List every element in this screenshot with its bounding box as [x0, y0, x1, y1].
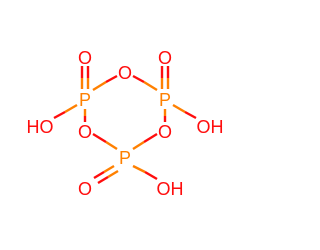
bond-o-ring-right-p-bottom [132, 132, 158, 151]
hydroxyl-right: OH [197, 117, 224, 137]
phosphorus-atom-bottom: P [119, 148, 131, 168]
oxygen-double-top-right: O [158, 48, 172, 68]
oxygen-ring-top: O [118, 63, 132, 83]
double-bond-p-top-right [160, 66, 170, 89]
phosphorus-atom-top-right: P [159, 90, 171, 110]
bond-o-ring-top-p-top-right [132, 74, 158, 92]
oxygen-double-bottom: O [78, 179, 92, 199]
hydroxyl-bottom: OH [157, 179, 184, 199]
bond-p-top-left-oh [53, 103, 78, 120]
bond-p-bottom-oh [132, 164, 158, 181]
trimetaphosphoric-acid-structure: P P P O O O O O O HO OH OH [27, 48, 224, 199]
atom-labels: P P P O O O O O O HO OH OH [27, 48, 224, 199]
bond-p-top-right-oh [172, 103, 197, 120]
phosphorus-atom-top-left: P [79, 90, 91, 110]
hydroxyl-left: HO [27, 117, 54, 137]
double-bond-p-top-left [80, 66, 90, 89]
oxygen-double-top-left: O [78, 48, 92, 68]
oxygen-ring-right: O [158, 122, 172, 142]
double-bond-p-bottom [93, 164, 119, 185]
bond-o-ring-left-p-bottom [92, 132, 118, 151]
bond-p-top-left-o-ring-top [92, 74, 118, 92]
oxygen-ring-left: O [78, 122, 92, 142]
bonds [53, 66, 197, 185]
